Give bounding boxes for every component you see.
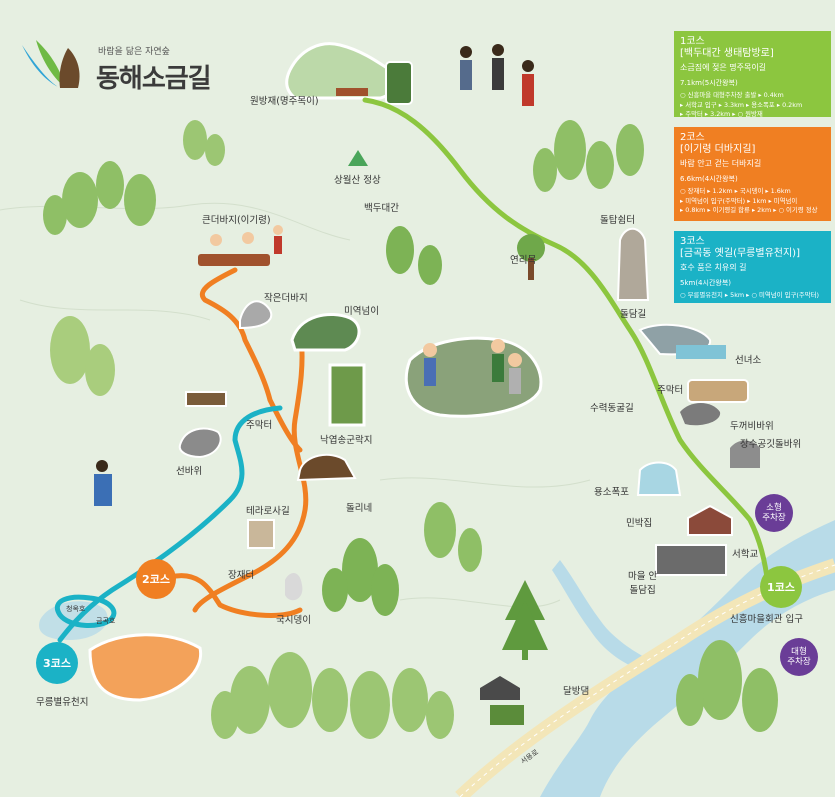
label-sangwolsan: 상월산 정상 [334,175,381,186]
label-jangsugongitdolbawi: 장수공깃돌바위 [740,439,802,450]
parking-large: 대형 주차장 [780,638,818,676]
course3-trail [55,405,283,643]
panel-course3-title: [금곡동 옛길(무릉별유천지)] [680,248,800,259]
label-cheongokho: 청옥호 [66,605,86,613]
panel-course1-stop: ▸ 주막터 ▸ 3.2km ▸ ○ 원방재 [680,109,763,118]
panel-course3-distance: 5km(4시간왕복) [680,278,732,287]
label-dolline: 돌리네 [346,503,373,514]
label-maeulandoldamjip: 마을 안 돌담집 [628,571,658,596]
logo-tagline: 바람을 닮은 자연숲 [98,47,170,57]
landmark-illustrations [88,225,760,725]
label-jumakteo-right: 주막터 [657,385,684,396]
panel-course3-course: 3코스 [680,236,705,247]
panel-course1-distance: 7.1km(5시간왕복) [680,78,738,87]
logo: 바람을 닮은 자연숲 동해소금길 [20,30,230,100]
label-seonnyeoso: 선녀소 [735,355,762,366]
panel-course1-stop: ▸ 서학교 입구 ▸ 3.3km ▸ 용소폭포 ▸ 0.2km [680,100,803,109]
label-seohakgyo: 서학교 [732,549,759,560]
label-dalbangdam: 달방댐 [563,686,590,697]
label-nakyeopsong: 낙엽송군락지 [320,435,373,446]
label-geumgokho: 금곡호 [96,617,116,625]
logo-mark [22,40,80,88]
label-jumakteo-left: 주막터 [246,420,273,431]
panel-course2-course: 2코스 [680,132,705,143]
panel-course2-title: [이기령 더바지길] [680,144,756,155]
panel-course1: 1코스 [백두대간 생태탐방로] 소금짐에 젖은 명주목이길 7.1km(5시간… [674,31,831,118]
label-yeollimok: 연리목 [510,255,537,266]
course1-trail [362,97,771,588]
panel-course2-stop: ○ 장재터 ▸ 1.2km ▸ 국시뎅이 ▸ 1.6km [680,187,791,196]
label-wonbangjae: 원방재(명주목이) [250,96,319,107]
label-keundeobaji: 큰더바지(이기령) [202,215,271,226]
label-jakeundeobaji: 작은더바지 [264,293,308,304]
panel-course1-title: [백두대간 생태탐방로] [680,48,774,59]
forest-tree-groups [43,120,778,739]
label-seonbawi: 선바위 [176,466,203,477]
label-guksidengi: 국시뎅이 [276,615,311,626]
badge-course2: 2코스 [136,559,176,599]
label-jangjaeteo: 장재터 [228,570,255,581]
label-dukkeobibawi: 두꺼비바위 [730,421,774,432]
label-terraceroad: 테라로사길 [246,506,290,517]
panel-course2: 2코스 [이기령 더바지길] 바람 안고 걷는 더바지길 6.6km(4시간왕복… [674,127,831,221]
parking-small: 소형 주차장 [755,494,793,532]
panel-course3: 3코스 [금곡동 옛길(무릉별유천지)] 호수 품은 치유의 길 5km(4시간… [674,231,831,303]
logo-name: 동해소금길 [96,64,212,94]
panel-course1-stop: ○ 신흥마을 대형주차장 출발 ▸ 0.4km [680,91,784,100]
label-yongsopokpo: 용소폭포 [594,487,629,498]
label-mureung: 무릉별유천지 [36,697,89,708]
label-suryeokdonggulgil: 수력동굴길 [590,403,634,414]
label-doldamgil: 돌담길 [620,309,647,320]
badge-course3: 3코스 [36,642,78,684]
panel-course3-stop: ○ 무릉별유천지 ▸ 5km ▸ ○ 미역넘이 입구(주막터) [680,291,819,300]
label-miyeoknomi: 미역넘이 [344,306,379,317]
panel-course1-course: 1코스 [680,36,705,47]
label-doltapsimteo: 돌탑쉼터 [600,215,635,226]
panel-course2-subtitle: 바람 안고 걷는 더바지길 [680,159,762,168]
label-minbakjip: 민박집 [626,518,653,529]
peak-marker [348,150,368,166]
hikers-illustration [94,44,534,506]
panel-course2-stop: ▸ 0.8km ▸ 이기령길 합류 ▸ 2km ▸ ○ 이기령 정상 [680,205,818,214]
course2-trail [167,267,309,618]
panel-course2-distance: 6.6km(4시간왕복) [680,174,738,183]
panel-course1-subtitle: 소금짐에 젖은 명주목이길 [680,63,767,72]
label-sinheung: 신흥마을회관 입구 [730,614,803,625]
panel-course2-stop: ▸ 미역넘이 입구(주막터) ▸ 1km ▸ 미역넘이 [680,196,798,205]
badge-course1: 1코스 [760,566,802,608]
panel-course3-subtitle: 호수 품은 치유의 길 [680,263,747,272]
river-branch [552,560,650,670]
label-baekdudaegan: 백두대간 [364,203,399,214]
